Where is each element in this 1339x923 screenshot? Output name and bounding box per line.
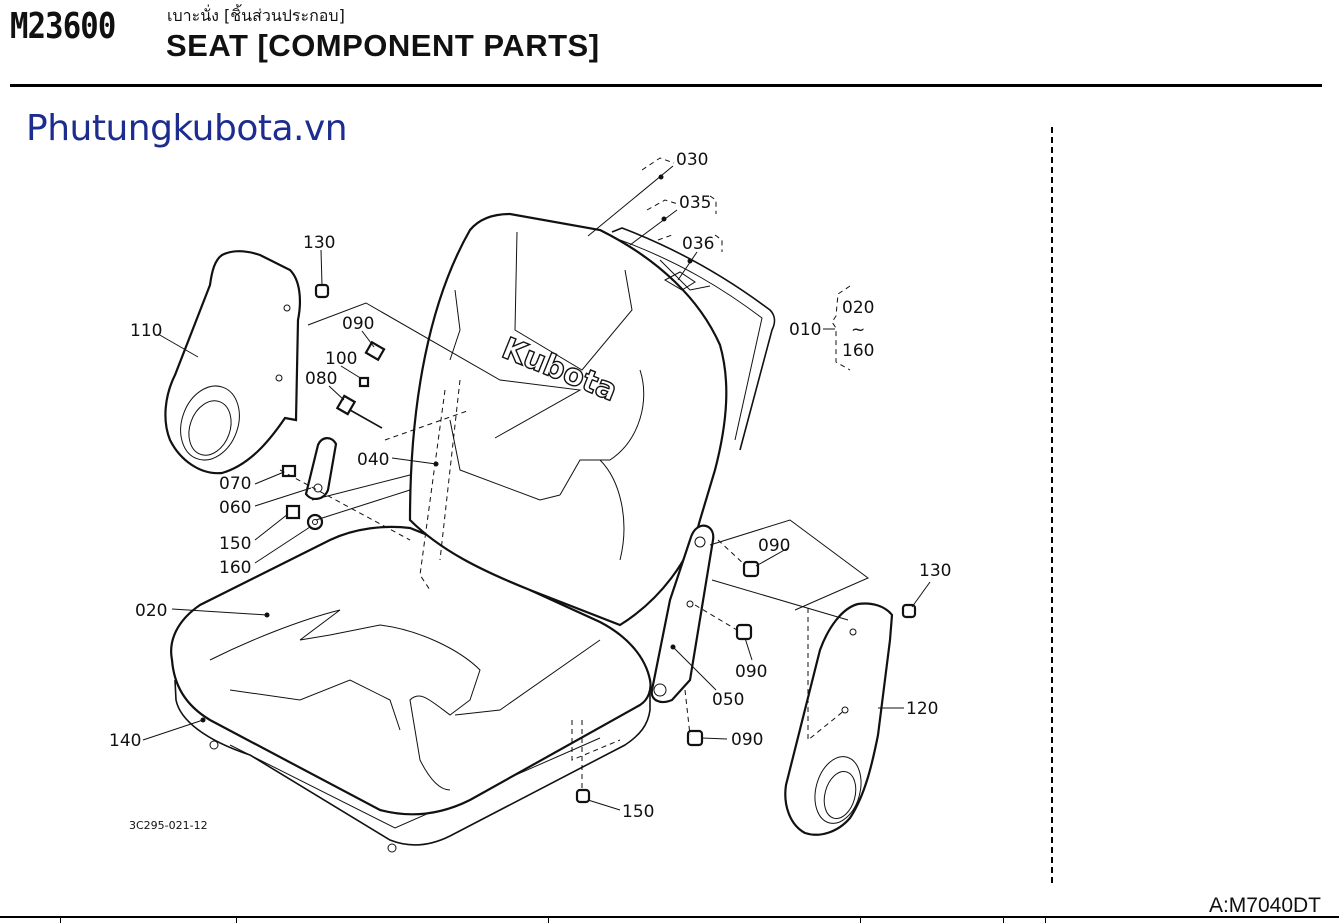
callout-080: 080 xyxy=(305,369,337,389)
callout-090-right-bottom: 090 xyxy=(731,730,763,750)
leader-lines xyxy=(142,165,931,811)
callout-130-right: 130 xyxy=(919,561,951,581)
side-bracket xyxy=(650,524,715,704)
title-thai: เบาะนั่ง [ชิ้นส่วนประกอบ] xyxy=(167,6,345,25)
callout-110: 110 xyxy=(130,321,162,341)
callout-070: 070 xyxy=(219,474,251,494)
callout-150-bottom: 150 xyxy=(622,802,654,822)
callout-tilde: ~ xyxy=(851,320,865,340)
seat-base-frame xyxy=(174,679,651,853)
callout-160-range: 160 xyxy=(842,341,874,361)
callout-brackets xyxy=(641,157,851,371)
callout-020-range: 020 xyxy=(842,298,874,318)
armrest-left xyxy=(164,250,301,475)
footer-tick xyxy=(860,916,861,923)
footer-tick xyxy=(236,916,237,923)
title-english: SEAT [COMPONENT PARTS] xyxy=(166,28,600,63)
footer-tick xyxy=(548,916,549,923)
callout-100: 100 xyxy=(325,349,357,369)
callout-090-right-top: 090 xyxy=(758,536,790,556)
callout-040: 040 xyxy=(357,450,389,470)
watermark-text: Phutungkubota.vn xyxy=(26,108,348,149)
callout-090-top: 090 xyxy=(342,314,374,334)
model-reference: A:M7040DT xyxy=(1208,894,1321,917)
assembly-lines xyxy=(279,302,869,790)
callout-030: 030 xyxy=(676,150,708,170)
callout-120: 120 xyxy=(906,699,938,719)
figure-code: 3C295-021-12 xyxy=(129,819,208,832)
page-code: M23600 xyxy=(10,6,116,47)
footer-tick xyxy=(60,916,61,923)
callout-060: 060 xyxy=(219,498,251,518)
footer-tick xyxy=(1003,916,1004,923)
callout-010: 010 xyxy=(789,320,821,340)
armrest-right xyxy=(784,602,894,836)
seat-cushion xyxy=(170,525,652,816)
callout-020: 020 xyxy=(135,601,167,621)
recliner-bracket xyxy=(304,437,338,500)
callout-050: 050 xyxy=(712,690,744,710)
header-rule xyxy=(10,84,1322,87)
dashed-divider xyxy=(1051,127,1053,883)
fasteners xyxy=(281,283,917,804)
callout-150-left: 150 xyxy=(219,534,251,554)
callout-140: 140 xyxy=(109,731,141,751)
callout-labels: 030 035 036 010 020 ~ 160 130 110 090 10… xyxy=(109,150,951,822)
footer-rule xyxy=(0,916,1339,918)
backrest-frame xyxy=(611,227,776,451)
callout-160: 160 xyxy=(219,558,251,578)
footer-tick xyxy=(1045,916,1046,923)
seat-backrest: Kubota xyxy=(408,212,728,627)
callout-035: 035 xyxy=(679,193,711,213)
callout-036: 036 xyxy=(682,234,714,254)
callout-090-right-mid: 090 xyxy=(735,662,767,682)
callout-130-left: 130 xyxy=(303,233,335,253)
